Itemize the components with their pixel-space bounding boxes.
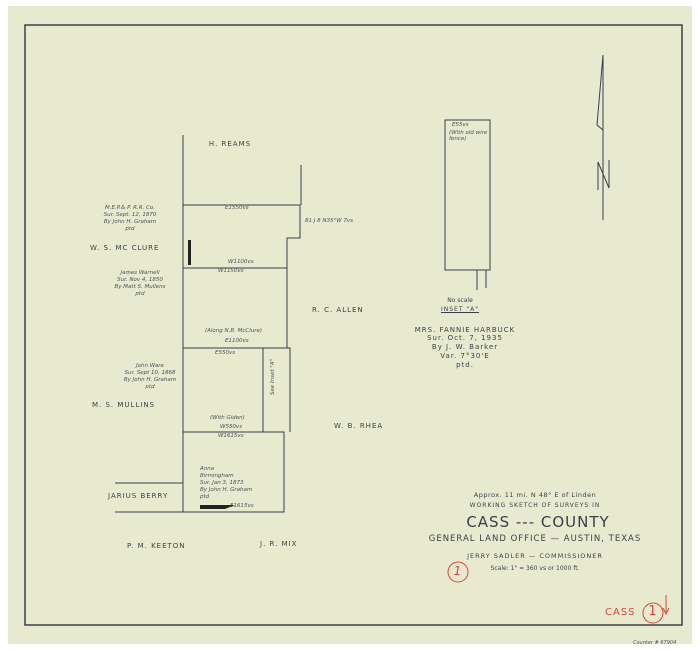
location-note: Approx. 11 mi. N 48° E of Linden — [473, 491, 597, 499]
counter-number: Counter # 67904 — [633, 640, 677, 646]
owner-reams: H. REAMS — [208, 140, 252, 148]
north-letter — [597, 160, 610, 190]
call-w1100: W1100vs — [228, 259, 254, 265]
north-arrow — [596, 54, 604, 220]
call-bearing: 81 J 8 N35°W 7vs — [305, 218, 354, 224]
stamp-number: 1 — [648, 604, 658, 619]
inset-outline — [444, 119, 491, 290]
owner-mix: J. R. MIX — [260, 540, 298, 548]
map-sheet — [8, 6, 692, 644]
owner-keeton: P. M. KEETON — [127, 542, 186, 550]
inset-title: INSET "A" — [440, 306, 480, 313]
call-w1615: W1615vs — [218, 433, 244, 439]
call-e1100: E1100vs — [225, 338, 249, 344]
owner-allen: R. C. ALLEN — [312, 306, 364, 314]
sheet-number: 1 — [453, 564, 463, 578]
call-e550: E550vs — [215, 350, 236, 356]
sheet-number-circle — [447, 561, 469, 583]
inset-owner: MRS. FANNIE HARBUCK — [414, 326, 516, 334]
inset-top-call: E55vs — [452, 122, 469, 128]
inset-top-note: (With old wire fence) — [449, 130, 488, 142]
call-with-giden: (With Giden) — [210, 415, 245, 421]
call-w1150: W1150vs — [218, 268, 244, 274]
owner-rhea: W. B. RHEA — [334, 422, 384, 430]
call-e1550: E1550vs — [225, 205, 249, 211]
call-along: (Along N.B. McClure) — [205, 328, 263, 334]
inset-scale: No scale — [447, 297, 473, 304]
see-inset-note: See Inset "A" — [270, 358, 276, 395]
tract-outline — [115, 135, 302, 513]
heading: WORKING SKETCH OF SURVEYS IN — [469, 502, 601, 509]
office: GENERAL LAND OFFICE — AUSTIN, TEXAS — [428, 534, 642, 544]
owner-mcclure: W. S. MC CLURE — [90, 244, 160, 252]
county-title: CASS --- COUNTY — [466, 513, 610, 531]
call-e1615: E1615vs — [230, 503, 254, 509]
neat-line — [24, 24, 683, 626]
stamp-county: CASS — [605, 607, 636, 618]
owner-berry: JARIUS BERRY — [108, 492, 169, 500]
commissioner: JERRY SADLER — COMMISSIONER — [467, 552, 603, 560]
call-w550: W550vs — [220, 424, 243, 430]
owner-mullins: M. S. MULLINS — [92, 401, 156, 409]
scale-note: Scale: 1" = 360 vs or 1000 ft. — [490, 565, 580, 572]
stamp-circle — [642, 602, 664, 624]
